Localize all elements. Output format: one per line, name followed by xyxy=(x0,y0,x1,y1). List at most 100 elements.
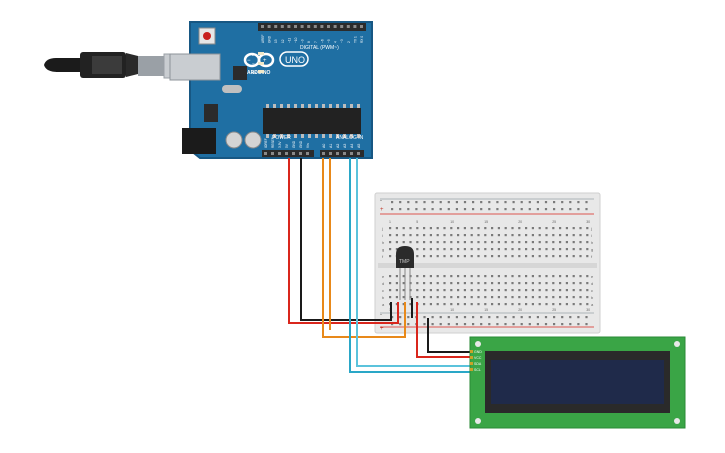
breadboard-hole[interactable] xyxy=(436,234,439,237)
breadboard-hole[interactable] xyxy=(572,255,575,258)
digital-pin-hole[interactable] xyxy=(280,25,284,28)
rail-hole[interactable] xyxy=(488,323,491,326)
breadboard-hole[interactable] xyxy=(484,275,487,278)
breadboard-hole[interactable] xyxy=(395,227,398,230)
breadboard-hole[interactable] xyxy=(423,234,426,237)
breadboard-hole[interactable] xyxy=(463,248,466,251)
breadboard-hole[interactable] xyxy=(552,227,555,230)
breadboard-hole[interactable] xyxy=(531,241,534,244)
rail-hole[interactable] xyxy=(561,323,564,326)
rail-hole[interactable] xyxy=(585,208,588,211)
breadboard-hole[interactable] xyxy=(497,234,500,237)
digital-pin-hole[interactable] xyxy=(320,25,324,28)
rail-hole[interactable] xyxy=(496,323,499,326)
breadboard-hole[interactable] xyxy=(497,296,500,299)
breadboard-hole[interactable] xyxy=(477,227,480,230)
breadboard-hole[interactable] xyxy=(477,255,480,258)
breadboard-hole[interactable] xyxy=(389,248,392,251)
breadboard-hole[interactable] xyxy=(402,289,405,292)
breadboard-hole[interactable] xyxy=(525,255,528,258)
breadboard-hole[interactable] xyxy=(395,234,398,237)
breadboard-hole[interactable] xyxy=(525,234,528,237)
breadboard-hole[interactable] xyxy=(586,234,589,237)
rail-hole[interactable] xyxy=(488,316,491,319)
breadboard-hole[interactable] xyxy=(457,282,460,285)
breadboard-hole[interactable] xyxy=(518,282,521,285)
breadboard-hole[interactable] xyxy=(463,275,466,278)
breadboard-hole[interactable] xyxy=(443,234,446,237)
breadboard-hole[interactable] xyxy=(429,275,432,278)
breadboard-hole[interactable] xyxy=(463,289,466,292)
rail-hole[interactable] xyxy=(407,201,410,204)
breadboard-hole[interactable] xyxy=(423,282,426,285)
rail-hole[interactable] xyxy=(415,201,418,204)
breadboard-hole[interactable] xyxy=(579,255,582,258)
rail-hole[interactable] xyxy=(496,201,499,204)
rail-hole[interactable] xyxy=(423,323,426,326)
breadboard-hole[interactable] xyxy=(525,296,528,299)
wire-lcd-vcc[interactable] xyxy=(416,302,470,358)
breadboard-hole[interactable] xyxy=(538,303,541,306)
wire-5v[interactable] xyxy=(288,158,399,324)
breadboard-hole[interactable] xyxy=(572,241,575,244)
breadboard-hole[interactable] xyxy=(579,227,582,230)
breadboard-hole[interactable] xyxy=(491,289,494,292)
rail-hole[interactable] xyxy=(431,208,434,211)
breadboard-hole[interactable] xyxy=(538,241,541,244)
breadboard-hole[interactable] xyxy=(504,289,507,292)
rail-hole[interactable] xyxy=(480,208,483,211)
breadboard-hole[interactable] xyxy=(389,296,392,299)
rail-hole[interactable] xyxy=(504,208,507,211)
breadboard-hole[interactable] xyxy=(511,227,514,230)
breadboard-hole[interactable] xyxy=(470,296,473,299)
breadboard-hole[interactable] xyxy=(579,248,582,251)
breadboard-hole[interactable] xyxy=(559,296,562,299)
tmp36-sensor[interactable]: TMP xyxy=(396,246,414,300)
power-pin-hole[interactable] xyxy=(285,152,288,155)
breadboard-hole[interactable] xyxy=(484,289,487,292)
breadboard-hole[interactable] xyxy=(429,241,432,244)
breadboard-hole[interactable] xyxy=(538,296,541,299)
breadboard-hole[interactable] xyxy=(484,296,487,299)
breadboard-hole[interactable] xyxy=(497,248,500,251)
breadboard-hole[interactable] xyxy=(497,227,500,230)
breadboard-hole[interactable] xyxy=(395,289,398,292)
rail-hole[interactable] xyxy=(431,201,434,204)
breadboard-hole[interactable] xyxy=(497,303,500,306)
breadboard-hole[interactable] xyxy=(423,303,426,306)
breadboard-hole[interactable] xyxy=(409,241,412,244)
breadboard-hole[interactable] xyxy=(423,296,426,299)
rail-hole[interactable] xyxy=(536,208,539,211)
digital-pin-hole[interactable] xyxy=(267,25,271,28)
breadboard-hole[interactable] xyxy=(416,234,419,237)
breadboard-hole[interactable] xyxy=(470,234,473,237)
breadboard-hole[interactable] xyxy=(491,296,494,299)
breadboard-hole[interactable] xyxy=(518,241,521,244)
breadboard-hole[interactable] xyxy=(565,289,568,292)
breadboard-hole[interactable] xyxy=(511,241,514,244)
rail-hole[interactable] xyxy=(480,201,483,204)
digital-pin-hole[interactable] xyxy=(346,25,350,28)
breadboard-hole[interactable] xyxy=(559,234,562,237)
breadboard-hole[interactable] xyxy=(436,282,439,285)
rail-hole[interactable] xyxy=(496,316,499,319)
breadboard-hole[interactable] xyxy=(579,303,582,306)
breadboard-hole[interactable] xyxy=(531,275,534,278)
rail-hole[interactable] xyxy=(528,323,531,326)
rail-hole[interactable] xyxy=(577,323,580,326)
breadboard-hole[interactable] xyxy=(450,303,453,306)
breadboard-hole[interactable] xyxy=(538,227,541,230)
breadboard-hole[interactable] xyxy=(491,275,494,278)
breadboard-hole[interactable] xyxy=(491,248,494,251)
digital-pin-hole[interactable] xyxy=(340,25,344,28)
breadboard-hole[interactable] xyxy=(416,289,419,292)
breadboard-hole[interactable] xyxy=(402,296,405,299)
breadboard-hole[interactable] xyxy=(586,255,589,258)
breadboard-hole[interactable] xyxy=(389,227,392,230)
rail-hole[interactable] xyxy=(553,316,556,319)
breadboard-hole[interactable] xyxy=(518,255,521,258)
breadboard-hole[interactable] xyxy=(565,255,568,258)
analog-pin-hole[interactable] xyxy=(336,152,339,155)
breadboard-hole[interactable] xyxy=(484,227,487,230)
rail-hole[interactable] xyxy=(553,208,556,211)
